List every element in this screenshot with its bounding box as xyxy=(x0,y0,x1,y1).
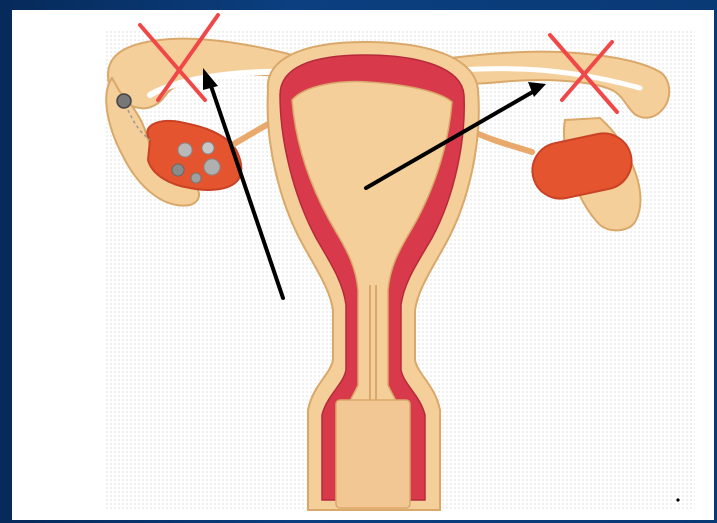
egg-cell xyxy=(117,94,131,108)
vaginal-canal xyxy=(336,400,410,508)
follicle xyxy=(172,164,184,176)
follicle xyxy=(204,159,220,175)
follicle xyxy=(191,173,201,183)
follicle xyxy=(178,143,192,157)
right-ovarian-ligament xyxy=(470,130,532,152)
follicle xyxy=(202,142,214,154)
dot-mark xyxy=(676,498,679,501)
